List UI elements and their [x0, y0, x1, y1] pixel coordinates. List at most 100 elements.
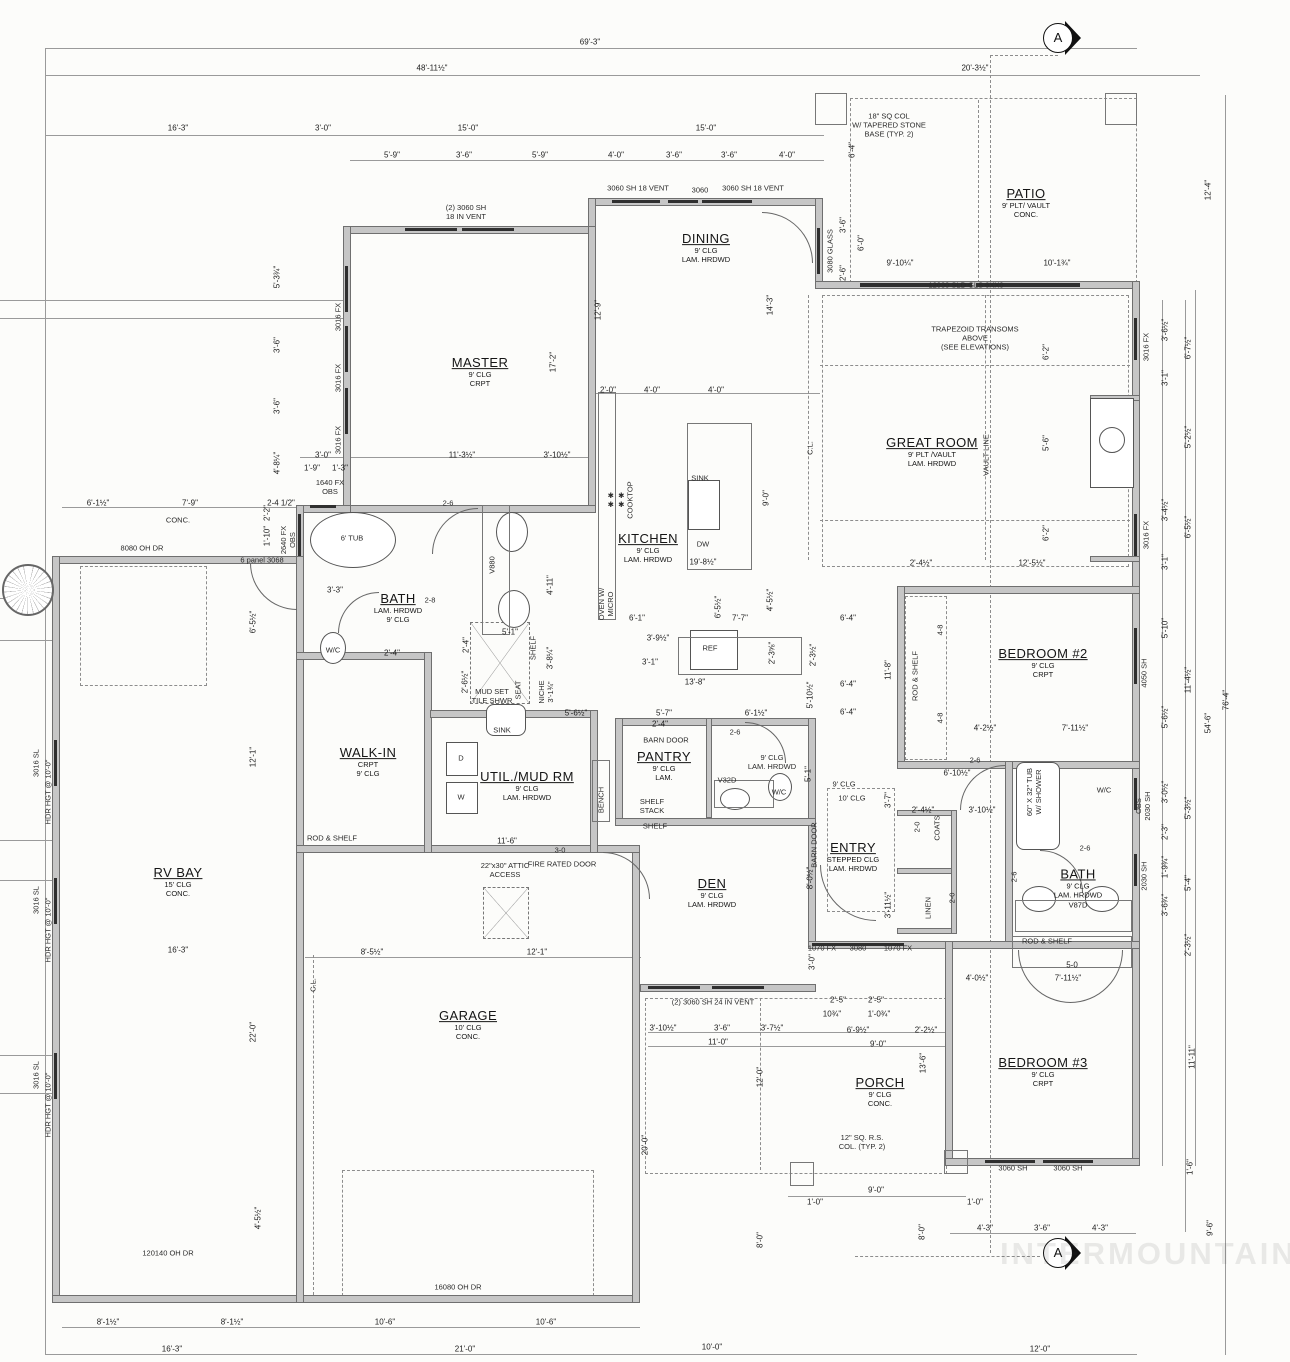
wall-segment [632, 848, 640, 1303]
dimension-line [1162, 300, 1163, 1166]
dim-label: 1'-9" [304, 463, 320, 473]
dim-label: 7'-11½" [1054, 973, 1082, 983]
dim-label: 3'-10½" [543, 450, 571, 460]
annotation-label: HDR HGT @ 10'-0" [43, 759, 53, 825]
dim-label: 6'-0" [856, 235, 866, 251]
annotation-label: 3016 FX [333, 302, 343, 332]
dim-label: 12'-1" [248, 746, 258, 768]
room-sub-label: 10' CLG [454, 1023, 482, 1033]
dim-label: 3'-6½" [1160, 318, 1170, 342]
room-name: DINING [682, 231, 730, 247]
dim-label: 13'-6" [918, 1052, 928, 1074]
wall-segment [52, 556, 304, 564]
dim-label: 2'-3½" [808, 643, 818, 667]
annotation-label: 10' CLG [838, 793, 866, 803]
dim-label: 3'-1" [1160, 554, 1170, 570]
dimension-line [350, 160, 824, 161]
dim-label: 10'-6" [374, 1317, 396, 1327]
dim-label: 10'-0" [701, 1342, 723, 1352]
annotation-label: W/C [325, 645, 341, 655]
window-glazing [648, 986, 700, 989]
room-name: BEDROOM #2 [998, 646, 1088, 662]
dim-label: 2'-5" [868, 995, 884, 1005]
fixture-ellipse [1085, 886, 1119, 912]
wall-segment [1005, 761, 1013, 949]
room-sub-label: LAM. HRDWD [907, 459, 957, 469]
dim-label: 10'-6" [535, 1317, 557, 1327]
dim-label: 4'-3" [977, 1223, 993, 1233]
annotation-label: LINEN [923, 896, 933, 920]
room-sub-label: LAM. HRDWD [687, 900, 737, 910]
wall-segment [706, 718, 712, 818]
annotation-label: TRAPEZOID TRANSOMS ABOVE (SEE ELEVATIONS… [931, 324, 1019, 352]
dim-label: 12'-5½" [1018, 558, 1046, 568]
room-name: PORCH [855, 1075, 905, 1091]
annotation-label: 60" X 32" TUB W/ SHOWER [1025, 767, 1043, 817]
dim-label: 3'-6" [272, 398, 282, 414]
fixture-rrect [486, 704, 526, 736]
dim-label: 1'-6" [1185, 1159, 1195, 1175]
annotation-label: (2) 3060 SH 24 IN VENT [671, 997, 755, 1007]
wall-segment [1090, 556, 1140, 562]
dim-label: 16'-3" [167, 945, 189, 955]
dim-label: 4'-3" [1092, 1223, 1108, 1233]
dim-label: 6'-10½" [943, 768, 971, 778]
window-glazing [976, 283, 1080, 287]
fixture-rrect [1016, 762, 1060, 850]
room-sub-label: CONC. [455, 1032, 481, 1042]
dim-label: 2'-6½" [460, 670, 470, 694]
dim-label: 6'-5½" [1183, 515, 1193, 539]
room-sub-label: LAM. HRDWD [373, 606, 423, 616]
wall-segment [897, 868, 957, 874]
dim-label: 6'-1½" [86, 498, 110, 508]
dim-label: 6'-2" [1041, 344, 1051, 360]
dashed-line [855, 1256, 1040, 1257]
dim-label: 9'-0" [868, 1185, 884, 1195]
room-name: ENTRY [830, 840, 876, 856]
window-glazing [1134, 778, 1137, 810]
door-swing-arc [250, 563, 297, 610]
dim-label: 8'-0½" [805, 866, 815, 890]
dim-label: 14'-3" [765, 294, 775, 316]
dim-label: 2'-2½" [914, 1025, 938, 1035]
dim-label: 8'-5½" [360, 947, 384, 957]
dim-label: 2'-4½" [909, 558, 933, 568]
window-glazing [860, 283, 972, 287]
dim-label: 9'-0" [761, 490, 771, 506]
annotation-label: 4050 SH [1139, 658, 1149, 688]
dim-label: 7'-9" [182, 498, 198, 508]
dim-label: 9'-6" [1205, 1220, 1215, 1236]
dimension-line [0, 318, 343, 319]
wall-segment [424, 652, 432, 853]
dim-label: 6'-9½" [846, 1025, 870, 1035]
dim-label: 20'-0" [640, 1134, 650, 1156]
dim-label: 7'-7" [732, 613, 748, 623]
fixture-ellipse [768, 773, 792, 801]
annotation-label: 12" SQ. R.S. COL. (TYP. 2) [838, 1133, 886, 1151]
wall-segment [897, 928, 957, 934]
room-name: PATIO [1006, 186, 1046, 202]
fixture-box [790, 1162, 814, 1186]
annotation-label: 2030 SH [1139, 861, 1149, 891]
room-sub-label: 9' CLG [636, 546, 660, 556]
fixture-rect [690, 630, 738, 670]
annotation-label: 2-0 [947, 892, 957, 904]
window-glazing [345, 388, 348, 434]
room-sub-label: 15' CLG [164, 880, 192, 890]
dim-label: 3'-6" [714, 1023, 730, 1033]
dim-label: 1'-0" [967, 1197, 983, 1207]
wall-segment [1132, 281, 1140, 1166]
dim-label: 3'-0½" [1160, 780, 1170, 804]
annotation-label: W/C [1096, 785, 1112, 795]
dim-label: 54'-6" [1203, 712, 1213, 734]
window-glazing [54, 878, 57, 924]
dimension-line [0, 300, 343, 301]
fixture-ellipse [498, 590, 530, 628]
room-name: BATH [380, 591, 416, 607]
dimension-line [648, 1032, 948, 1033]
